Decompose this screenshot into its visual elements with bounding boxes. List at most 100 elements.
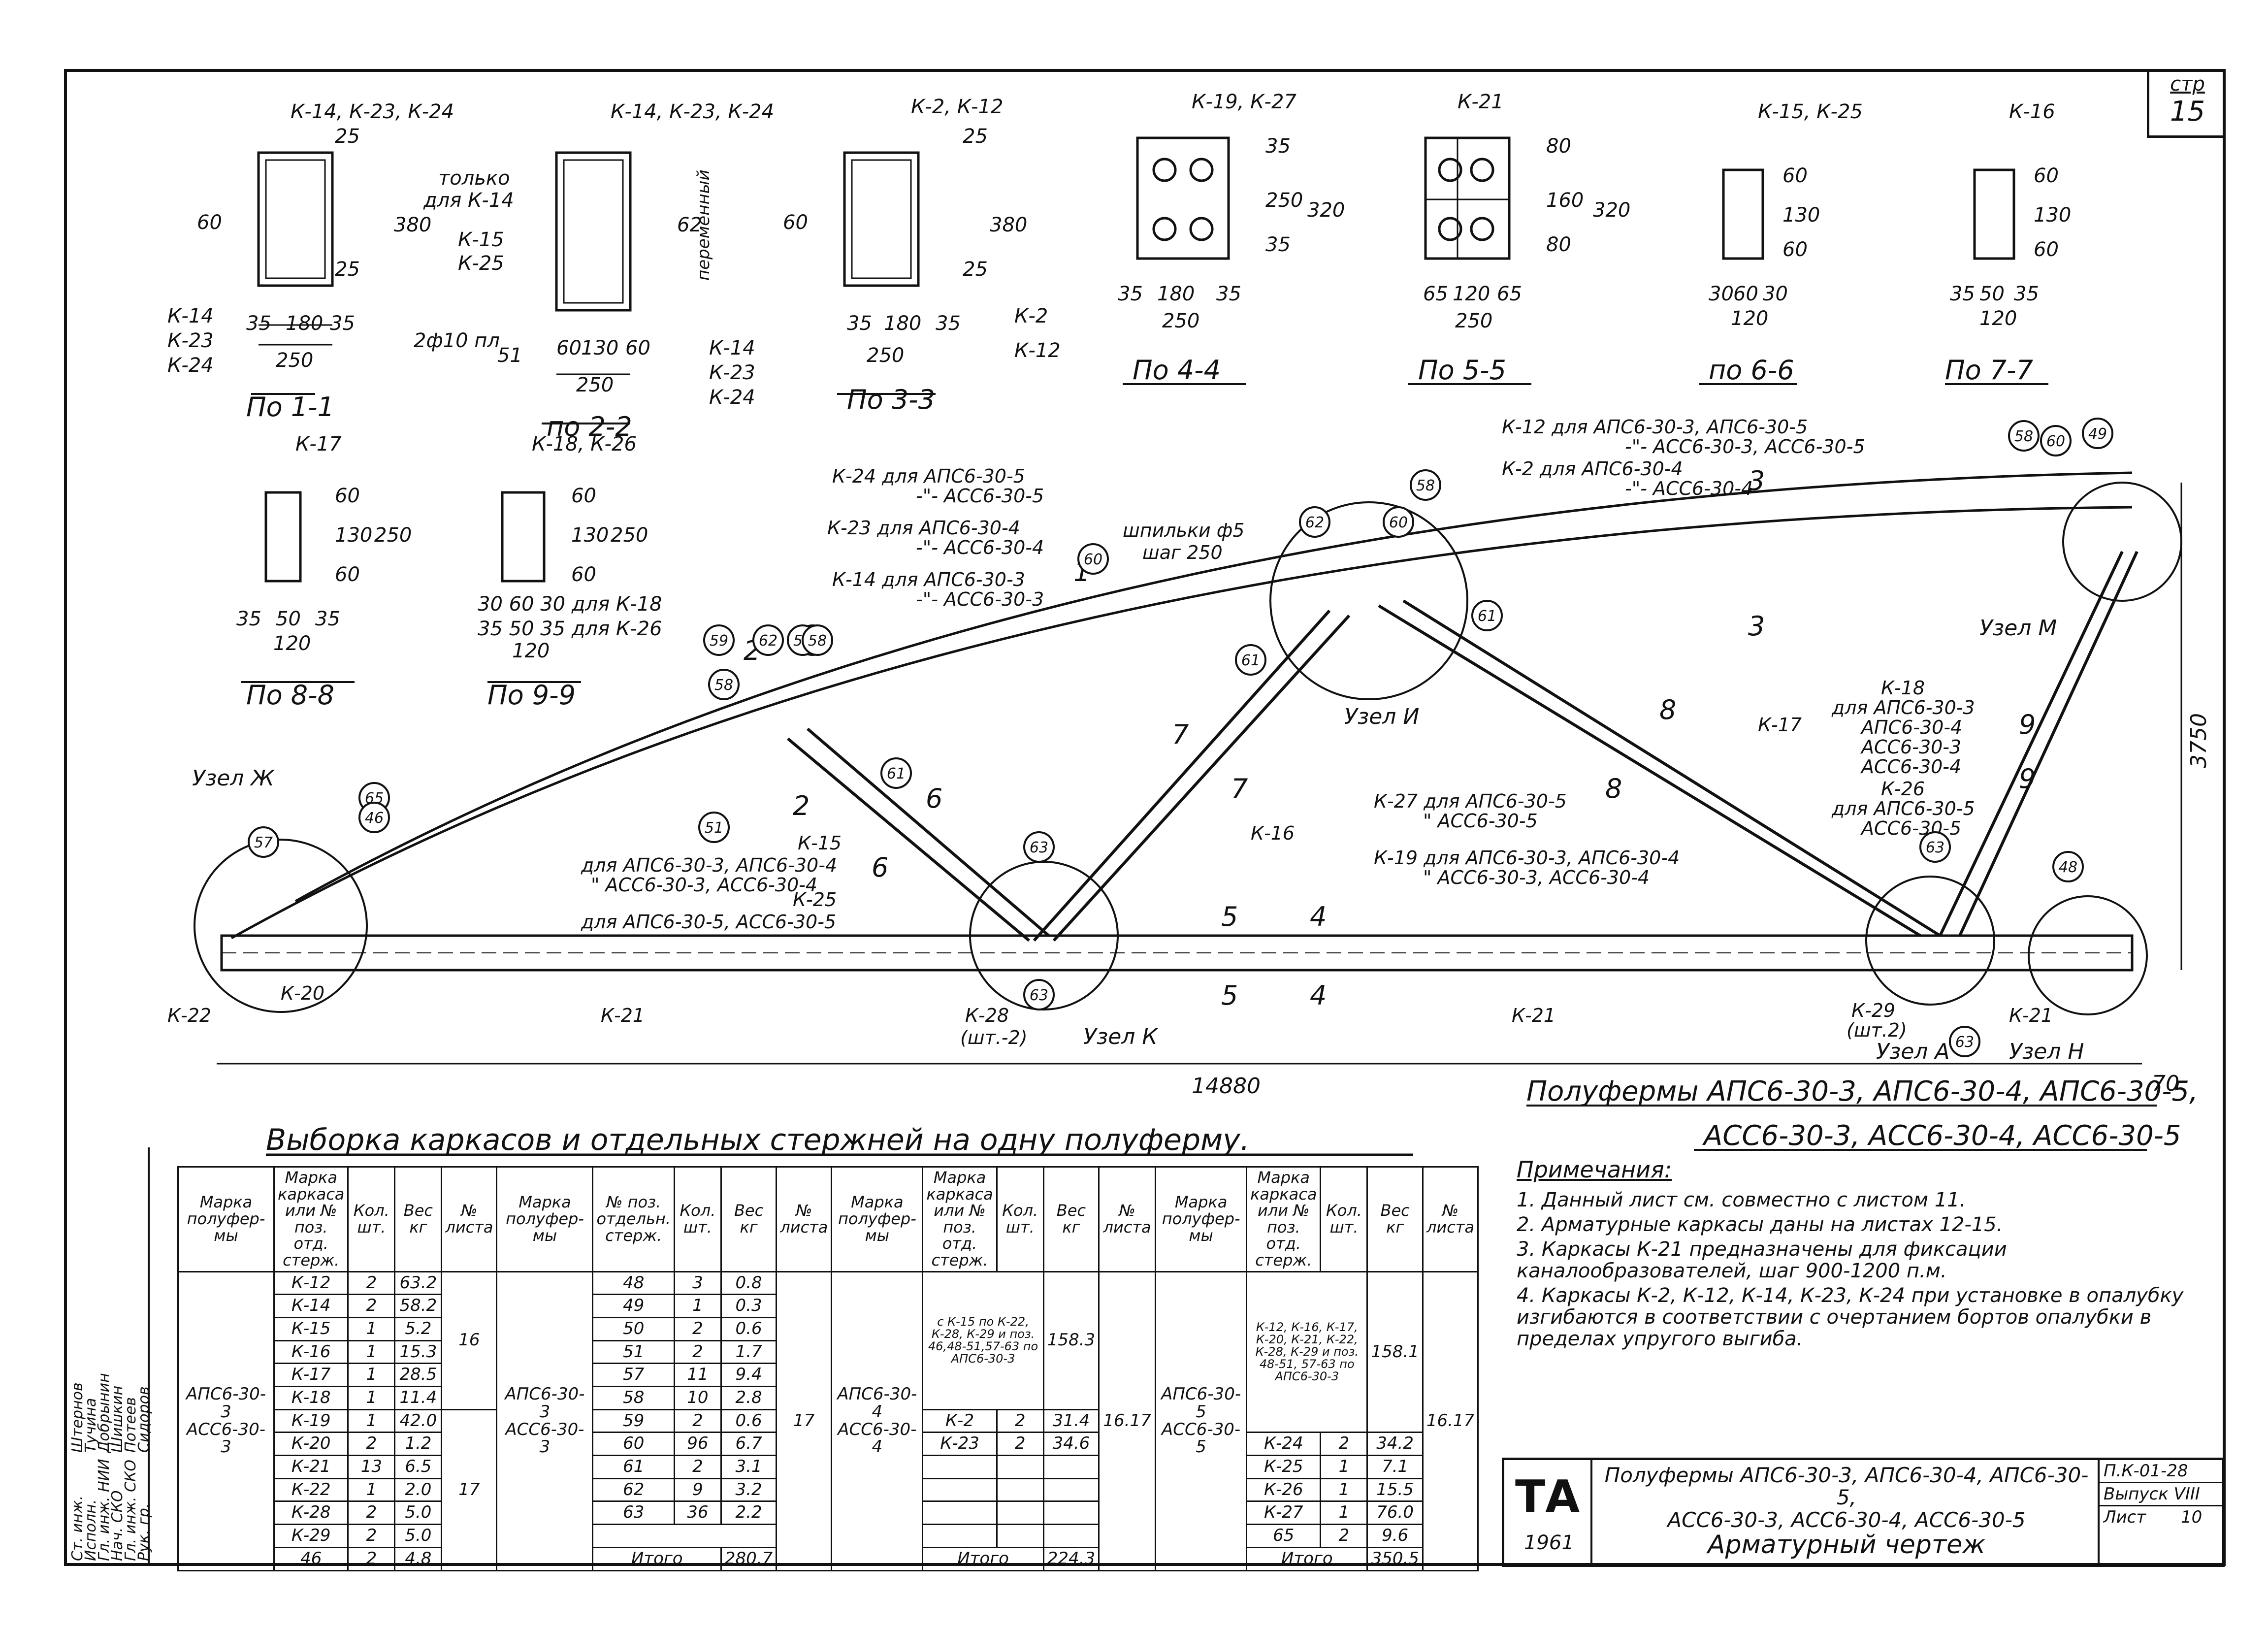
s5-title: По 5-5	[1418, 355, 1506, 386]
rebar-mark-label: 48	[2059, 859, 2077, 876]
tb-issue: Выпуск VIII	[2100, 1483, 2225, 1506]
s1-w: 250	[276, 349, 313, 372]
s4-h2: 250	[1265, 189, 1303, 212]
th-qty-2: Кол. шт.	[673, 1166, 722, 1272]
rebar-mark-label: 60	[1389, 514, 1408, 531]
callout-k27: К-27 для АПС6-30-5	[1374, 790, 1567, 812]
spec-cell: 2	[996, 1408, 1044, 1434]
s5-top-label: К-21	[1458, 91, 1504, 113]
section-3-3-outline	[843, 151, 920, 287]
cut-label-7a: 7	[1172, 719, 1189, 750]
spec-cell: 9	[673, 1477, 722, 1502]
rebar-mark-circle	[1410, 469, 1441, 501]
callout-k19b: " АСС6-30-3, АСС6-30-4	[1423, 867, 1650, 888]
rebar-mark-label: 58	[2014, 428, 2033, 445]
section-9-9-outline	[501, 491, 546, 583]
spec-cell: 11	[673, 1363, 722, 1387]
tb-year: 1961	[1524, 1531, 1574, 1554]
tb-line1: Полуфермы АПС6-30-3, АПС6-30-4, АПС6-30-…	[1604, 1463, 2089, 1510]
spec-cell: с К-15 по К-22, К-28, К-29 и поз. 46,48-…	[922, 1271, 1044, 1410]
spec-cell: 350.5	[1366, 1546, 1424, 1571]
notes-block: Примечания: 1. Данный лист см. совместно…	[1517, 1157, 2206, 1353]
callout-k12: К-12 для АПС6-30-3, АПС6-30-5	[1502, 416, 1808, 438]
callout-k18d: АСС6-30-4	[1860, 756, 1961, 778]
spec-cell: 51	[592, 1339, 675, 1365]
spec-cell: Итого	[922, 1546, 1044, 1571]
rebar-mark-label: 63	[1955, 1034, 1974, 1051]
callout-k24: К-24 для АПС6-30-5	[832, 465, 1025, 487]
s7-w: 120	[1979, 307, 2017, 330]
g2-mark1: АПС6-30-3	[505, 1384, 585, 1422]
spec-cell: К-24	[1246, 1432, 1322, 1457]
s2-r2: К-23	[709, 361, 755, 384]
s2-title: по 2-2	[547, 411, 632, 442]
s5-w: 250	[1455, 310, 1492, 332]
spec-cell: 5.0	[394, 1524, 443, 1548]
s5-d1: 65	[1423, 283, 1448, 305]
s1-d3: 35	[330, 312, 355, 335]
callout-k23: К-23 для АПС6-30-4	[827, 517, 1020, 539]
s3-title: По 3-3	[847, 384, 935, 415]
spec-cell: 1.2	[394, 1432, 443, 1457]
rebar-mark-circle	[358, 802, 390, 833]
s3-d1: 35	[847, 312, 872, 335]
rebar-mark-circle	[698, 812, 730, 843]
spec-cell: 2	[673, 1316, 722, 1341]
th-frame-4: Марка каркаса или № поз. отд. стерж.	[1246, 1166, 1322, 1272]
rebar-mark-label: 63	[1926, 839, 1944, 856]
note-4: 4. Каркасы К-2, К-12, К-14, К-23, К-24 п…	[1517, 1284, 2184, 1350]
s8-top-label: К-17	[295, 433, 342, 456]
spec-cell: 3.2	[720, 1477, 778, 1502]
th-mark-1: Марка полуфер-мы	[177, 1166, 275, 1272]
spec-cell: 5.0	[394, 1500, 443, 1526]
spec-cell: 280.7	[720, 1546, 778, 1571]
rebar-mark-label: 49	[2088, 425, 2107, 443]
cut-label-4a: 4	[1310, 901, 1327, 932]
s8-h3: 60	[335, 563, 360, 586]
spec-cell: К-15	[273, 1316, 349, 1341]
spec-cell: К-12, К-16, К-17, К-20, К-21, К-22, К-28…	[1246, 1271, 1368, 1434]
spec-cell: 5.2	[394, 1316, 443, 1341]
spec-cell: Итого	[592, 1546, 722, 1571]
g4-mark1: АПС6-30-5	[1161, 1384, 1241, 1422]
callout-k26a: для АПС6-30-5	[1831, 798, 1975, 819]
spec-cell: 224.3	[1042, 1546, 1100, 1571]
spec-cell: 16.17	[1422, 1271, 1479, 1571]
s7-d2: 50	[1979, 283, 2005, 305]
callout-k25: К-25	[793, 889, 837, 911]
s4-w: 250	[1162, 310, 1199, 332]
s1-h1: 25	[335, 125, 360, 148]
spec-cell: 63	[592, 1500, 675, 1526]
spec-cell: 2	[347, 1524, 396, 1548]
s4-top-label: К-19, К-27	[1192, 91, 1296, 113]
s9-row2: 35 50 35 для К-26	[478, 618, 662, 640]
section-5-5-outline	[1424, 136, 1511, 260]
spec-cell: 2.2	[720, 1500, 778, 1526]
spec-cell: 1	[347, 1477, 396, 1502]
s5-d3: 65	[1497, 283, 1522, 305]
s2-top-label: К-14, К-23, К-24	[611, 100, 774, 123]
callout-k21c: К-21	[2009, 1005, 2053, 1026]
s3-top-label: К-2, К-12	[911, 96, 1003, 118]
s3-r1: К-2	[1014, 305, 1048, 327]
spec-cell: 2	[347, 1294, 396, 1318]
s9-h: 250	[611, 524, 648, 547]
cut-label-3b: 3	[1748, 611, 1765, 642]
rebar-mark-circle	[752, 624, 784, 656]
spec-cell: 0.6	[720, 1316, 778, 1341]
spec-cell: 16.17	[1098, 1271, 1157, 1571]
spec-cell: 15.3	[394, 1339, 443, 1365]
s4-d1: 35	[1118, 283, 1143, 305]
rebar-mark-label: 60	[1084, 551, 1102, 568]
spec-cell: К-26	[1246, 1477, 1322, 1502]
s8-w: 120	[273, 632, 311, 655]
spec-cell: 2	[347, 1546, 396, 1571]
rebar-mark-circle	[1299, 506, 1330, 538]
callout-k12b: -"- АСС6-30-3, АСС6-30-5	[1625, 436, 1865, 457]
